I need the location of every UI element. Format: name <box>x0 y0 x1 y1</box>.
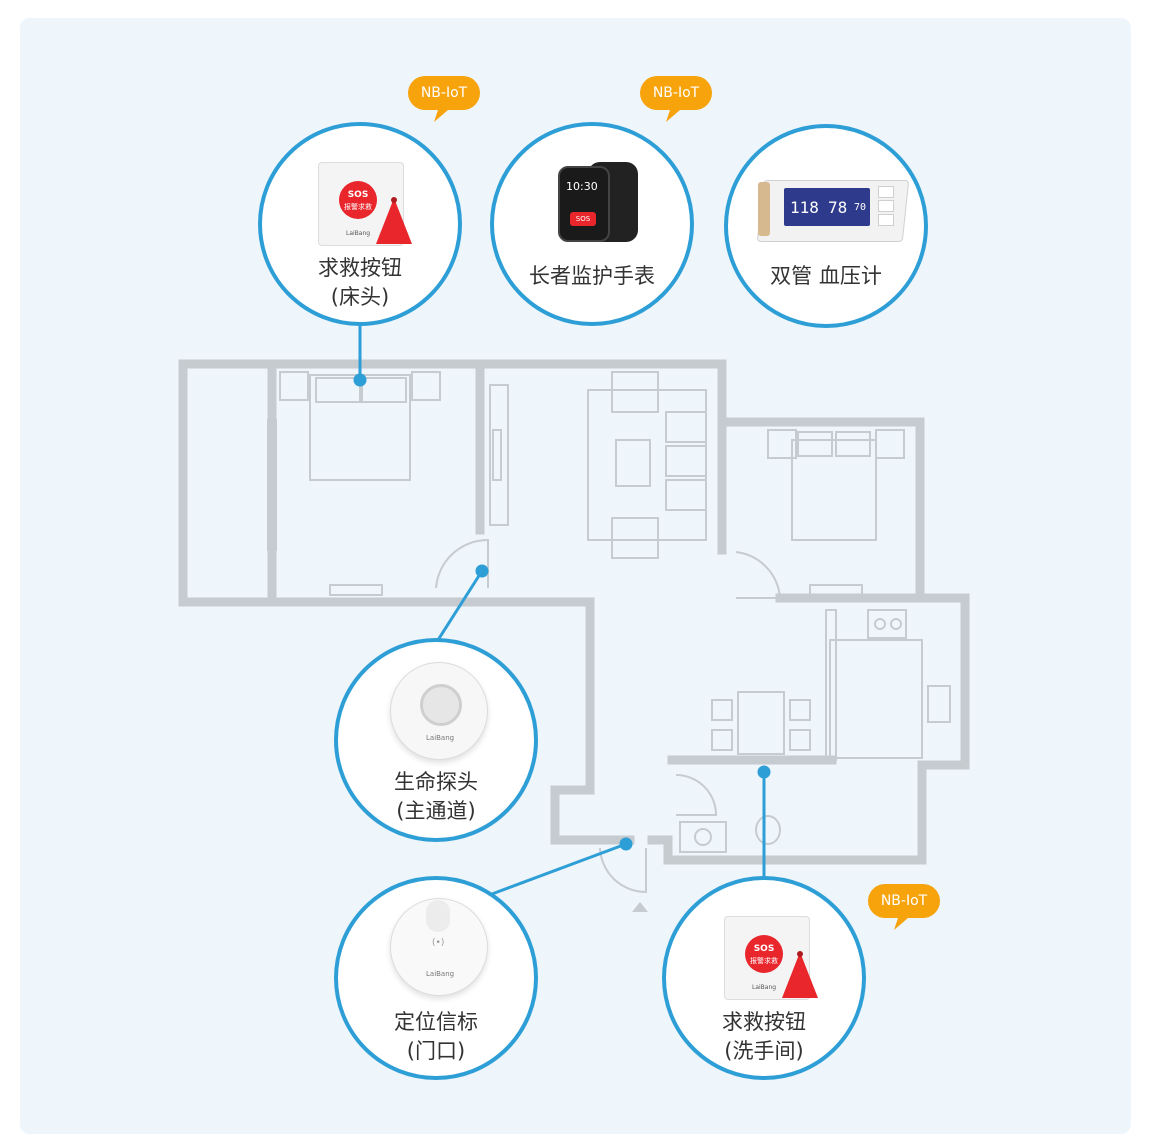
nbiot-label: NB-IoT <box>880 893 928 909</box>
nbiot-badge-2: NB-IoT <box>640 76 720 124</box>
sos-button-image: SOS 报警求救 LaiBang <box>724 916 818 1000</box>
pull-cord-icon <box>782 951 818 998</box>
wall-kitchen-right <box>917 593 970 770</box>
bp-display: 118 78 70 <box>784 188 870 226</box>
brand-mark: LaiBang <box>346 230 371 237</box>
nbiot-badge-3: NB-IoT <box>868 884 948 932</box>
brand-mark: LaiBang <box>426 970 455 978</box>
device-sublabel: (门口) <box>406 1039 466 1063</box>
device-label: 双管 血压计 <box>770 264 882 288</box>
wall-hall-right <box>550 597 635 845</box>
sos-button-image: SOS 报警求救 LaiBang <box>318 162 412 246</box>
device-label: 长者监护手表 <box>529 264 655 288</box>
sos-button-face: SOS 报警求救 <box>339 181 377 219</box>
wall-bedroom2-top <box>717 359 925 603</box>
brand-mark: LaiBang <box>752 984 777 991</box>
pull-cord-icon <box>376 197 412 244</box>
bp-meter-image: 118 78 70 <box>756 172 910 244</box>
beacon-image: (•) LaiBang <box>390 898 488 996</box>
nbiot-label: NB-IoT <box>652 85 700 101</box>
device-bp-meter[interactable]: 118 78 70 双管 血压计 <box>724 124 928 328</box>
device-label: 生命探头 <box>394 770 478 794</box>
device-sublabel: (主通道) <box>396 799 476 823</box>
device-life-sensor[interactable]: LaiBang 生命探头 (主通道) <box>334 638 538 842</box>
wall-entry-right <box>647 835 927 865</box>
sensor-image: LaiBang <box>390 662 488 760</box>
device-label: 求救按钮 <box>722 1010 806 1034</box>
wall-east <box>917 760 970 865</box>
signal-icon: (•) <box>432 938 445 948</box>
connector-sensor <box>436 570 484 641</box>
watch-face: 10:30 SOS <box>558 166 610 242</box>
brand-mark: LaiBang <box>426 734 455 742</box>
bed-2 <box>791 439 877 541</box>
connector-beacon <box>491 842 627 896</box>
device-sublabel: (洗手间) <box>724 1039 804 1063</box>
device-label: 定位信标 <box>394 1010 478 1034</box>
dining-table <box>737 691 785 755</box>
nbiot-badge-1: NB-IoT <box>408 76 488 124</box>
sos-button-face: SOS 报警求救 <box>745 935 783 973</box>
device-sublabel: (床头) <box>330 285 390 309</box>
pir-lens-icon <box>420 684 462 726</box>
device-watch[interactable]: 10:30 SOS 长者监护手表 <box>490 122 694 326</box>
device-beacon[interactable]: (•) LaiBang 定位信标 (门口) <box>334 876 538 1080</box>
device-label: 求救按钮 <box>318 256 402 280</box>
device-sos-wc[interactable]: SOS 报警求救 LaiBang 求救按钮 (洗手间) <box>662 876 866 1080</box>
nbiot-label: NB-IoT <box>420 85 468 101</box>
device-sos-bed[interactable]: SOS 报警求救 LaiBang 求救按钮 (床头) <box>258 122 462 326</box>
watch-image: 10:30 SOS <box>552 156 642 246</box>
